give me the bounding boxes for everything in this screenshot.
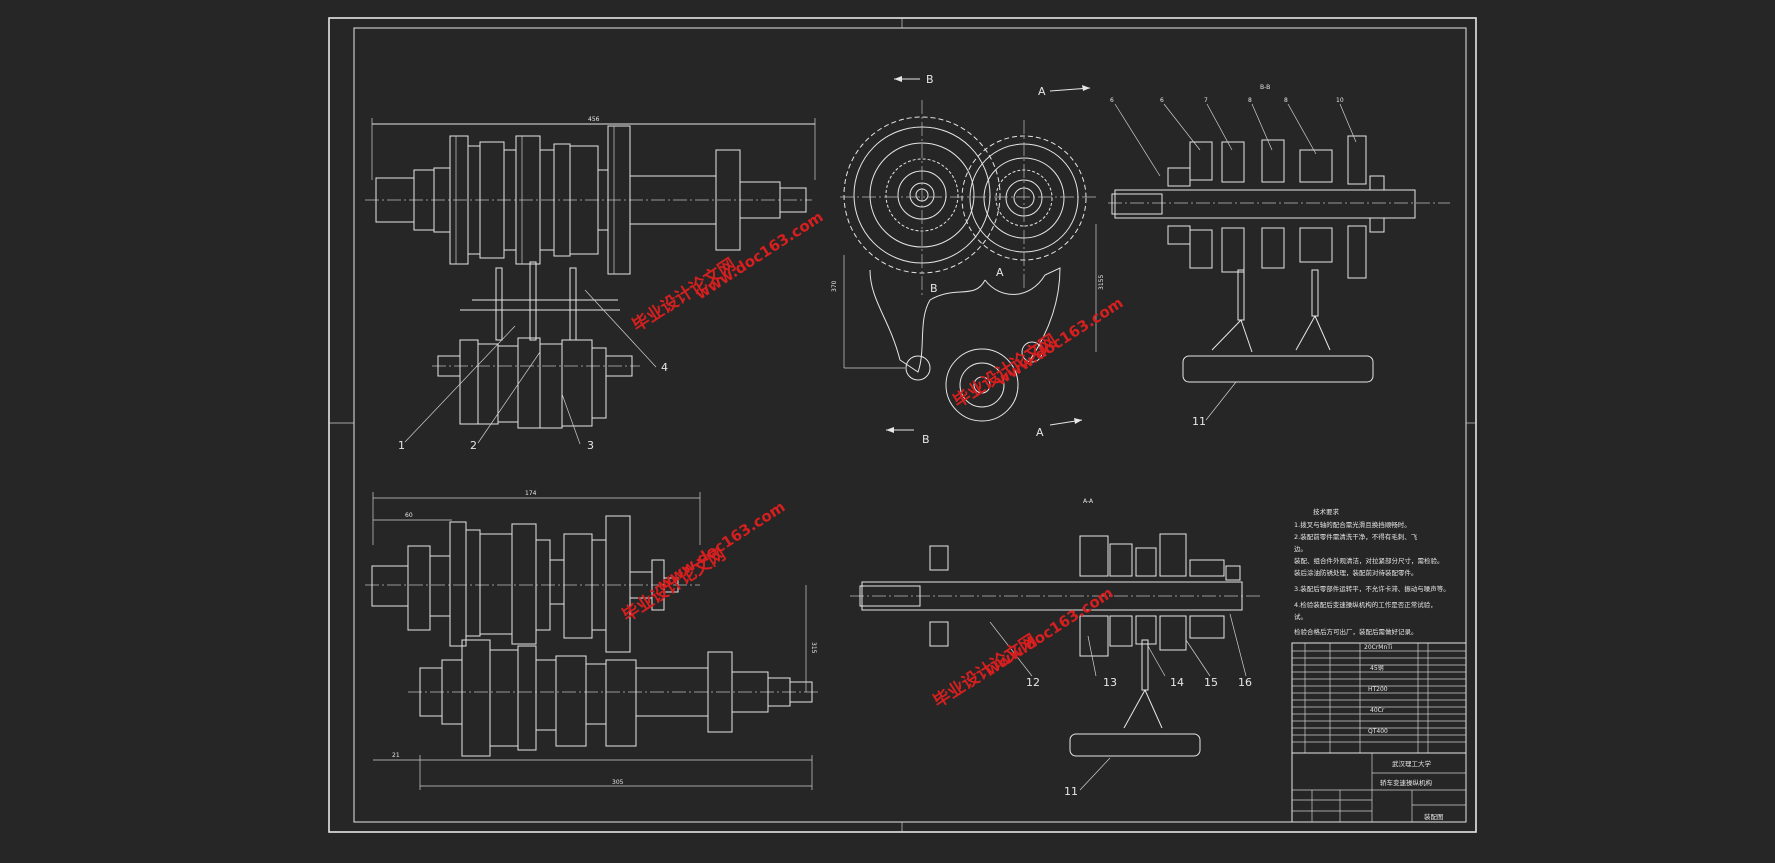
parts-material-4: 40Cr xyxy=(1370,707,1385,714)
title-block-school: 武汉理工大学 xyxy=(1392,759,1432,768)
top-right-section-bb: B-B 11 6 6 7 8 8 10 xyxy=(1108,84,1450,428)
section-mark-b-top: B xyxy=(926,73,934,86)
balloon-13: 13 xyxy=(1103,676,1117,689)
top-left-shaft-view: 456 xyxy=(365,116,816,452)
balloon-14: 14 xyxy=(1170,676,1184,689)
section-mark-a-top: A xyxy=(1038,85,1046,98)
bottom-center-section-aa: A-A 12 13 14 15 16 11 xyxy=(850,498,1260,798)
balloon-3: 3 xyxy=(587,439,594,452)
balloon-15: 15 xyxy=(1204,676,1218,689)
parts-material-1: 20CrMnTi xyxy=(1364,644,1393,651)
dim-3155: 3155 xyxy=(1098,275,1105,290)
parts-list-table: 20CrMnTi 45钢 HT200 40Cr QT400 xyxy=(1291,642,1467,754)
tech-req-line-6: 3.装配后零部件运转平，不允许卡滞、振动与噪声等。 xyxy=(1294,584,1450,593)
sheet-inner-border xyxy=(353,27,1467,823)
watermark-url-1: www.doc163.com xyxy=(692,208,826,304)
balloon-2: 2 xyxy=(470,439,477,452)
tech-req-line-5: 装后涂油防锈处理，装配前对待装配零件。 xyxy=(1294,568,1418,577)
tech-req-line-2: 2.装配前零件需清洗干净，不得有毛刺、飞 xyxy=(1294,532,1418,541)
parts-material-2: 45钢 xyxy=(1370,664,1384,672)
balloon-12: 12 xyxy=(1026,676,1040,689)
balloon-8-b: 8 xyxy=(1284,97,1288,104)
title-block-drawing-type: 装配图 xyxy=(1424,812,1444,821)
tech-req-line-4: 装配、组合件外观清洁，对拉紧部分尺寸，需检验。 xyxy=(1294,556,1444,565)
balloon-6-b: 6 xyxy=(1160,97,1164,104)
dim-315: 315 xyxy=(810,642,817,654)
section-mark-b-fork: B xyxy=(930,282,938,295)
balloon-4: 4 xyxy=(661,361,668,374)
balloon-11-bottom: 11 xyxy=(1064,785,1078,798)
balloon-6-a: 6 xyxy=(1110,97,1114,104)
dim-21: 21 xyxy=(392,752,400,759)
watermark-layer: 毕业设计论文网 www.doc163.com 毕业设计论文网 www.doc16… xyxy=(618,208,1126,713)
tech-req-title: 技术要求 xyxy=(1313,507,1340,516)
tech-req-line-3: 边。 xyxy=(1294,545,1307,553)
parts-material-5: QT400 xyxy=(1368,728,1388,735)
section-title-bb: B-B xyxy=(1260,84,1270,91)
section-mark-a-fork: A xyxy=(996,266,1004,279)
tech-req-line-9: 检验合格后方可出厂，装配后需做好记录。 xyxy=(1294,627,1418,636)
watermark-url-3: www.doc163.com xyxy=(654,498,788,594)
dim-60: 60 xyxy=(405,512,413,519)
section-mark-a-bottom: A xyxy=(1036,426,1044,439)
dim-370: 370 xyxy=(831,280,838,292)
dim-305: 305 xyxy=(612,779,624,786)
watermark-url-2: www.doc163.com xyxy=(992,294,1126,390)
balloon-7: 7 xyxy=(1204,97,1208,104)
technical-requirements: 技术要求 1.拨叉与轴的配合需光滑且换挡顺畅时。 2.装配前零件需清洗干净，不得… xyxy=(1294,507,1450,636)
tech-req-line-7: 4.检验装配后变速操纵机构的工作是否正常试验， xyxy=(1294,600,1437,609)
balloon-11-top: 11 xyxy=(1192,415,1206,428)
balloon-10: 10 xyxy=(1336,97,1344,104)
title-block: 武汉理工大学 轿车变速操纵机构 装配图 xyxy=(1291,752,1467,823)
section-title-aa: A-A xyxy=(1083,498,1094,505)
sheet-outer-border xyxy=(328,17,1477,833)
title-block-drawing-name: 轿车变速操纵机构 xyxy=(1380,778,1433,787)
bottom-left-shaft-view: 174 60 xyxy=(365,490,820,790)
balloon-16: 16 xyxy=(1238,676,1252,689)
watermark-url-4: www.doc163.com xyxy=(982,584,1116,680)
balloon-1: 1 xyxy=(398,439,405,452)
dim-174: 174 xyxy=(525,490,537,497)
dim-456: 456 xyxy=(588,116,600,123)
tech-req-line-1: 1.拨叉与轴的配合需光滑且换挡顺畅时。 xyxy=(1294,520,1411,529)
balloon-8-a: 8 xyxy=(1248,97,1252,104)
watermark-text-1: 毕业设计论文网 xyxy=(628,254,739,336)
top-center-gear-view: B A 370 3155 B A B xyxy=(831,73,1105,446)
parts-material-3: HT200 xyxy=(1368,686,1388,693)
section-mark-b-bottom: B xyxy=(922,433,930,446)
tech-req-line-8: 试。 xyxy=(1294,612,1307,621)
